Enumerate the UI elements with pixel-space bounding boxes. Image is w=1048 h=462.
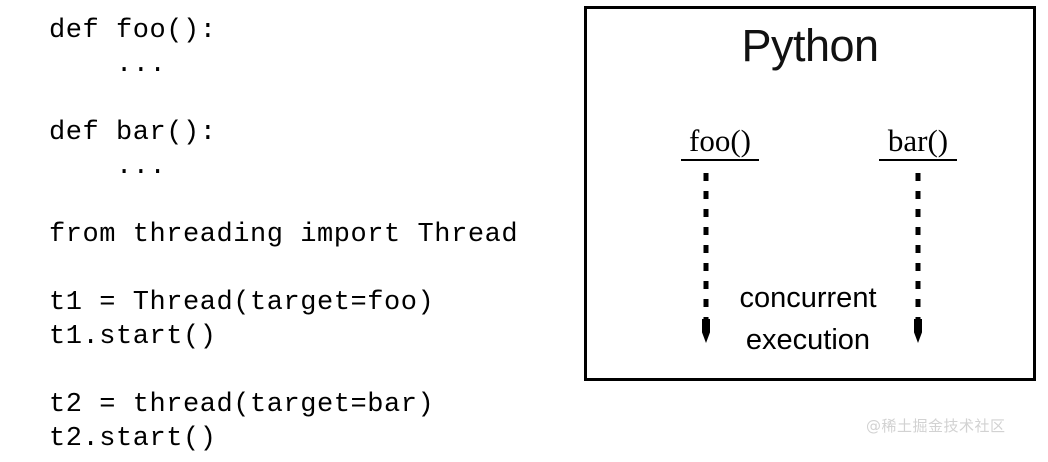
code-line-blank xyxy=(49,82,549,116)
code-line: t2 = thread(target=bar) xyxy=(49,390,435,420)
dashed-down-arrow-icon xyxy=(702,173,710,343)
code-line-blank xyxy=(49,184,549,218)
thread-label-foo: foo() xyxy=(681,124,759,161)
thread-label-bar: bar() xyxy=(879,124,957,161)
code-line: ... xyxy=(49,50,167,80)
code-line: from threading import Thread xyxy=(49,220,519,250)
code-line-blank xyxy=(49,354,549,388)
code-line: t1.start() xyxy=(49,322,217,352)
code-line: def bar(): xyxy=(49,118,217,148)
code-line-blank xyxy=(49,252,549,286)
code-line: t2.start() xyxy=(49,424,217,454)
annotation-line-2: execution xyxy=(745,324,871,356)
code-listing: def foo(): ... def bar(): ... from threa… xyxy=(49,14,549,456)
concurrent-execution-annotation: concurrent execution xyxy=(709,277,907,361)
diagram-title: Python xyxy=(741,20,879,71)
code-line: def foo(): xyxy=(49,16,217,46)
code-line: t1 = Thread(target=foo) xyxy=(49,288,435,318)
code-line: ... xyxy=(49,152,167,182)
watermark: @稀土掘金技术社区 xyxy=(866,417,1006,435)
python-runtime-box: Python foo() bar() concurrent execution xyxy=(584,6,1036,381)
annotation-line-1: concurrent xyxy=(739,282,877,314)
dashed-down-arrow-icon xyxy=(914,173,922,343)
